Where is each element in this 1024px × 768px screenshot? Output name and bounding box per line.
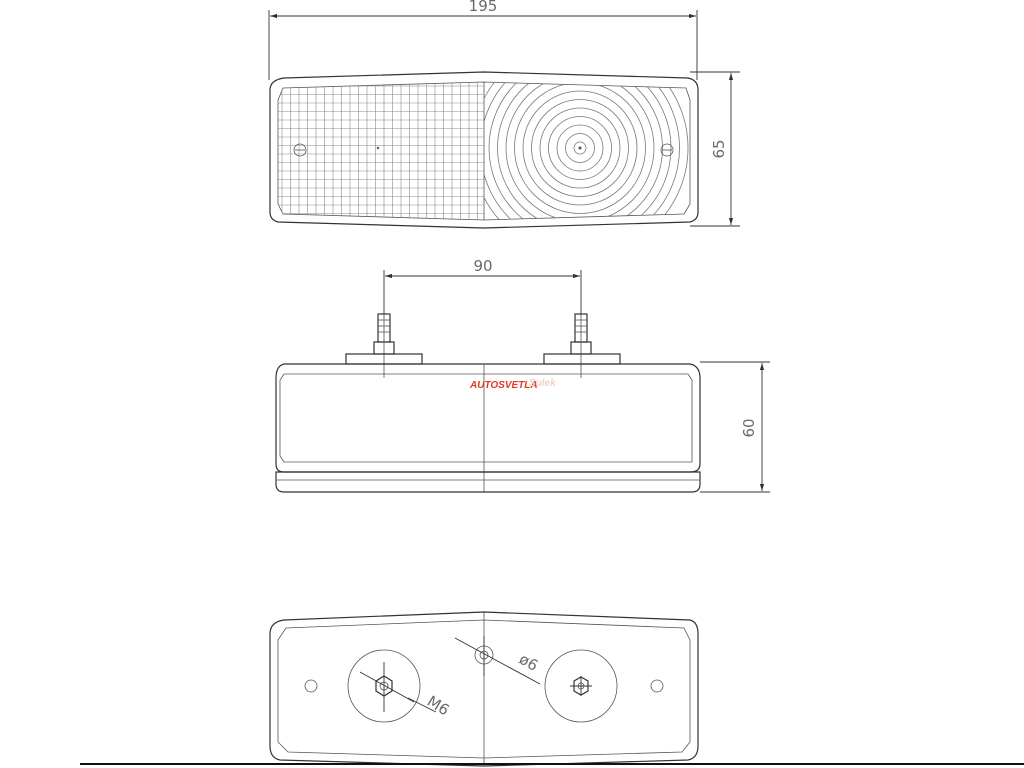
stud-right: [570, 313, 592, 378]
hole-diameter-label: ø6: [516, 650, 541, 675]
grid-lens: [278, 82, 484, 220]
bottom-view: M6 ø6: [269, 611, 699, 767]
watermark-brand-suffix: Sulek: [529, 378, 556, 389]
side-view: 90: [275, 257, 770, 493]
center-hole: ø6: [454, 636, 541, 685]
screw-right: [660, 143, 674, 157]
boss-right: [544, 649, 618, 723]
side-height-dimension: 60: [700, 361, 770, 493]
top-view: 195 65: [268, 0, 740, 229]
width-dimension: 195: [268, 0, 698, 80]
watermark-brand: AUTOSVETLA: [469, 380, 538, 391]
height-dimension: 65: [690, 71, 740, 227]
screw-left: [293, 143, 307, 157]
height-dimension-label: 65: [710, 139, 728, 158]
width-dimension-label: 195: [469, 0, 498, 15]
ring-lens: [484, 82, 689, 220]
stud-left: [373, 313, 395, 378]
mount-hole-right: [650, 679, 664, 693]
mount-hole-left: [304, 679, 318, 693]
side-height-label: 60: [740, 418, 758, 437]
boss-left: M6: [347, 649, 453, 723]
stud-spacing-dimension: 90: [383, 257, 582, 316]
thread-label: M6: [424, 692, 453, 719]
watermark: AUTOSVETLA Sulek: [469, 378, 556, 391]
stud-spacing-label: 90: [473, 257, 492, 275]
